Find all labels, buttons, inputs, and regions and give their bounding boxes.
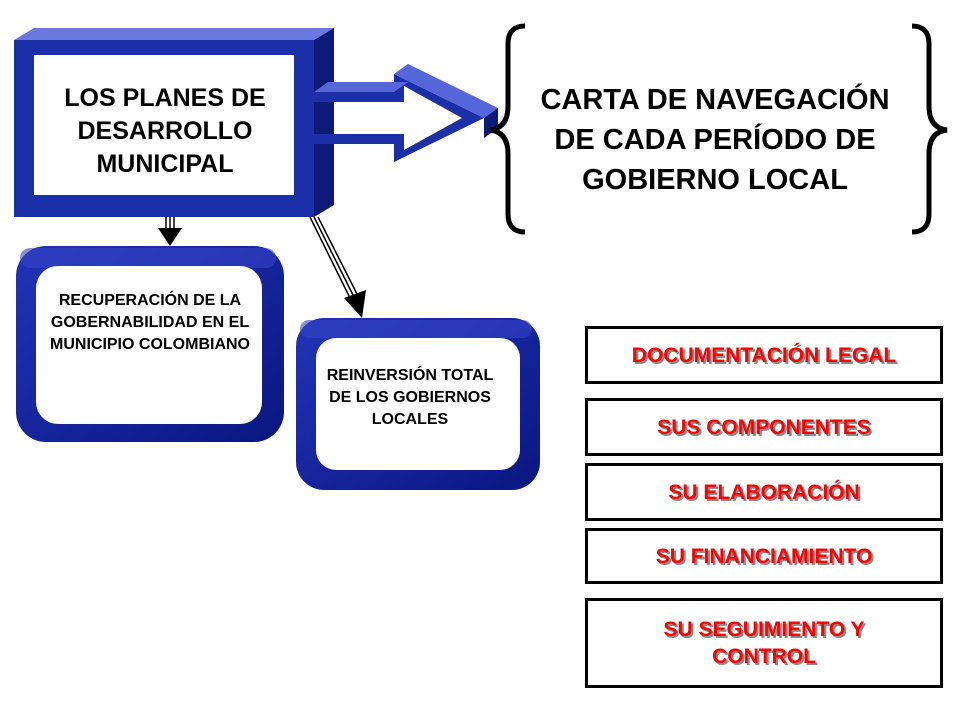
navigation-chart-text: CARTA DE NAVEGACIÓN DE CADA PERÍODO DE G… <box>540 84 890 196</box>
reinversion-card-frame <box>296 318 540 490</box>
topic-label: DOCUMENTACIÓN LEGAL <box>631 343 897 367</box>
main-box-frame <box>14 28 334 217</box>
recuperacion-card-frame <box>16 246 284 442</box>
topic-label: SUS COMPONENTES <box>657 415 871 439</box>
arrow-to-reinversion <box>309 216 366 318</box>
recuperacion-card-text: RECUPERACIÓN DE LA GOBERNABILIDAD EN EL … <box>50 292 250 353</box>
topic-su-financiamiento: SU FINANCIAMIENTO <box>585 528 943 584</box>
reinversion-card-text: REINVERSIÓN TOTAL DE LOS GOBIERNOS LOCAL… <box>326 367 494 428</box>
main-box-title: LOS PLANES DE DESARROLLO MUNICIPAL <box>64 84 266 178</box>
topic-label: SU SEGUIMIENTO Y CONTROL <box>663 618 865 668</box>
left-brace <box>489 23 526 235</box>
topic-sus-componentes: SUS COMPONENTES <box>585 398 943 456</box>
topic-su-seguimiento-y-control: SU SEGUIMIENTO Y CONTROL <box>585 598 943 688</box>
topic-label: SU FINANCIAMIENTO <box>655 544 873 568</box>
arrow-to-recuperacion <box>158 217 182 246</box>
topic-documentacion-legal: DOCUMENTACIÓN LEGAL <box>585 326 943 384</box>
double-arrow <box>314 64 498 162</box>
topic-label: SU ELABORACIÓN <box>668 480 860 504</box>
topic-su-elaboracion: SU ELABORACIÓN <box>585 463 943 521</box>
right-brace <box>911 23 948 235</box>
